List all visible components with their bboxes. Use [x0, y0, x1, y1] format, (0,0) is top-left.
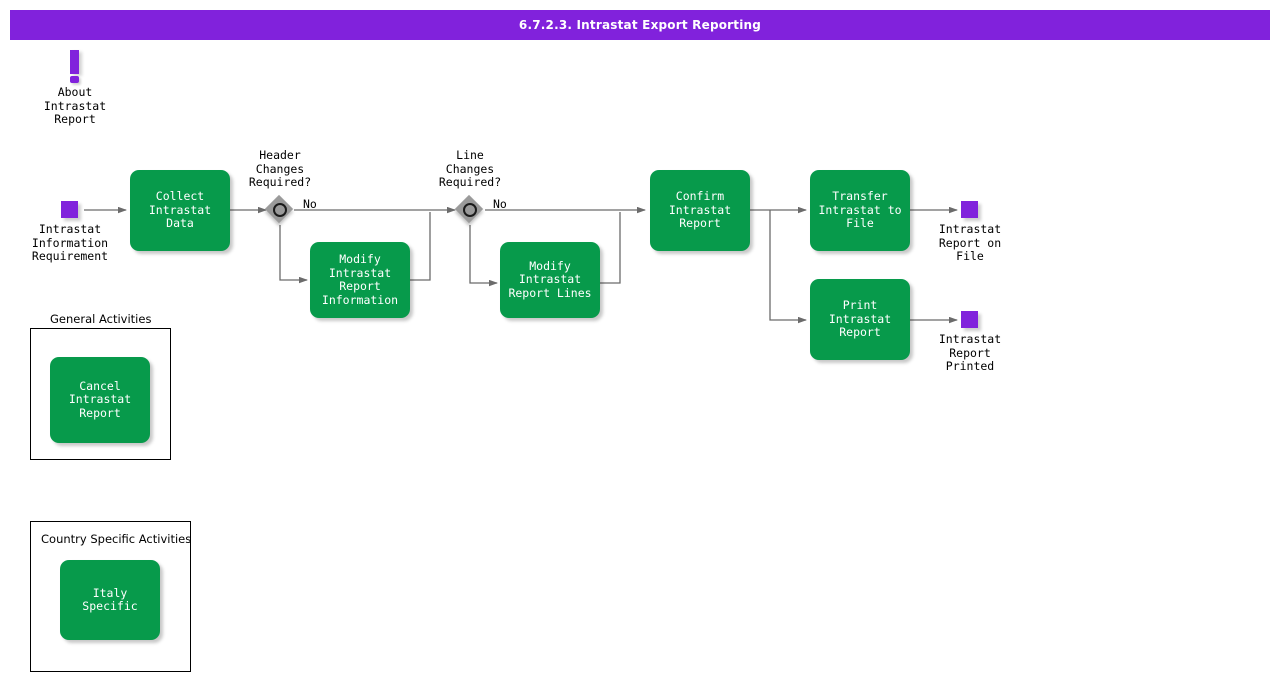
end-event-printed-label: Intrastat Report Printed — [938, 332, 1002, 373]
task-transfer-intrastat-to-file[interactable]: Transfer Intrastat to File — [810, 170, 910, 251]
wire-gw2-yes-to-modify-lines — [469, 225, 498, 287]
wire-modify-info-return — [410, 212, 431, 281]
gateway-ring-icon — [463, 203, 477, 217]
group-general-activities — [30, 328, 171, 460]
task-modify-intrastat-report-information[interactable]: Modify Intrastat Report Information — [310, 242, 410, 318]
end-event-intrastat-report-on-file[interactable] — [961, 201, 978, 218]
exclamation-dot — [70, 76, 79, 83]
gateway-line-changes-label: Line Changes Required? — [438, 148, 502, 189]
group-country-specific-activities — [30, 521, 191, 672]
page-title-banner: 6.7.2.3. Intrastat Export Reporting — [10, 10, 1270, 40]
exclamation-icon — [65, 50, 87, 84]
end-event-intrastat-report-printed[interactable] — [961, 311, 978, 328]
wire-modify-lines-return — [600, 212, 621, 284]
task-modify-intrastat-report-lines[interactable]: Modify Intrastat Report Lines — [500, 242, 600, 318]
gateway-header-changes-required[interactable] — [264, 194, 295, 225]
group-general-activities-title: General Activities — [50, 312, 152, 326]
gateway-header-changes-branch-no: No — [303, 197, 317, 211]
group-country-specific-activities-title: Country Specific Activities — [41, 532, 192, 546]
gateway-line-changes-required[interactable] — [454, 194, 485, 225]
wire-gw1-yes-to-modify-info — [279, 225, 308, 284]
about-intrastat-report-label: About Intrastat Report — [43, 85, 107, 126]
wire-confirm-to-print — [769, 210, 807, 324]
task-confirm-intrastat-report[interactable]: Confirm Intrastat Report — [650, 170, 750, 251]
gateway-header-changes-label: Header Changes Required? — [248, 148, 312, 189]
task-print-intrastat-report[interactable]: Print Intrastat Report — [810, 279, 910, 360]
exclamation-bar — [70, 50, 79, 74]
end-event-on-file-label: Intrastat Report on File — [938, 222, 1002, 263]
task-italy-specific[interactable]: Italy Specific — [60, 560, 160, 640]
start-event-intrastat-information-requirement[interactable] — [61, 201, 78, 218]
gateway-ring-icon — [273, 203, 287, 217]
task-collect-intrastat-data[interactable]: Collect Intrastat Data — [130, 170, 230, 251]
gateway-line-changes-branch-no: No — [493, 197, 507, 211]
task-cancel-intrastat-report[interactable]: Cancel Intrastat Report — [50, 357, 150, 443]
start-event-label: Intrastat Information Requirement — [31, 222, 109, 263]
